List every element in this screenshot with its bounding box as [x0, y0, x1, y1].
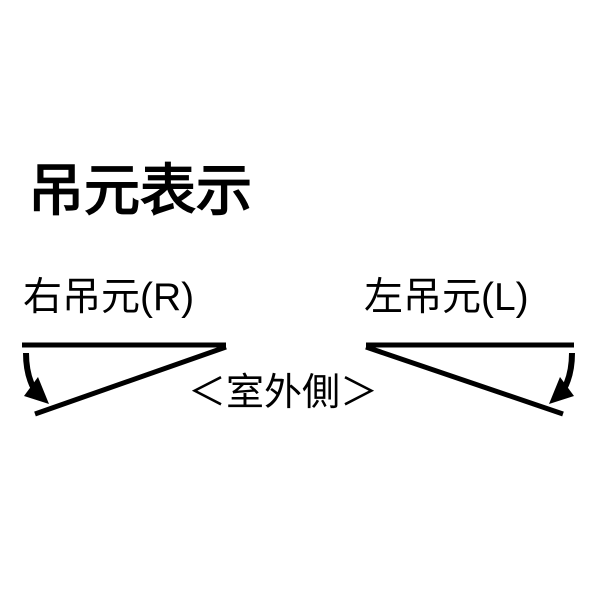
left-hinge-swing-arrowhead — [549, 377, 574, 404]
left-hinge-label: 左吊元(L) — [364, 276, 529, 319]
left-hinge-door-leaf-line — [365, 344, 564, 417]
outside-side-label: ＜室外側＞ — [188, 372, 379, 414]
right-hinge-swing-arrowhead — [24, 377, 49, 404]
page-title: 吊元表示 — [28, 159, 252, 222]
right-hinge-door-leaf-line — [34, 344, 227, 417]
right-hinge-label: 右吊元(R) — [23, 276, 195, 319]
right-hinge-graphic — [22, 342, 227, 417]
left-hinge-graphic — [365, 342, 575, 417]
